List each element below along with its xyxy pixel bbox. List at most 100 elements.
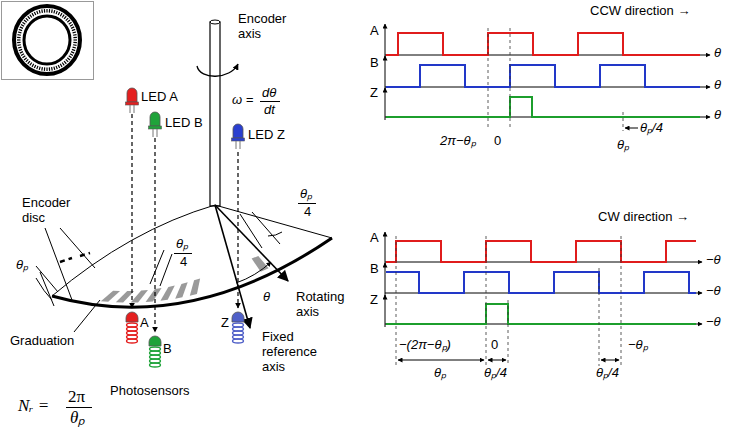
inset-disc [73, 47, 76, 49]
timing-diagram [488, 360, 506, 361]
timing-diagram [386, 241, 696, 262]
inset-disc [24, 20, 27, 22]
led-label: LED A [141, 90, 178, 105]
inset-disc [39, 10, 41, 13]
light-beam [132, 114, 238, 332]
timing-diagram [385, 24, 386, 58]
leader-lines [40, 272, 54, 306]
leader-lines [236, 262, 271, 283]
angle-label: θₚ [300, 187, 312, 202]
photosensor-symbol [232, 312, 244, 322]
timing-diagram [385, 295, 386, 327]
timing-diagram [488, 28, 489, 128]
leader-lines [60, 228, 95, 268]
encoder-shaft [210, 22, 220, 206]
inset-disc [73, 31, 76, 33]
led-symbol [127, 88, 137, 102]
formula-text: ω = [232, 93, 253, 108]
axis-label: θ [714, 46, 721, 61]
angle-label: θₚ [617, 138, 629, 153]
inset-disc [21, 54, 24, 56]
timing-diagram [386, 272, 696, 293]
axis-label: Fixed reference axis [262, 330, 328, 375]
timing-diagram [385, 232, 386, 265]
inset-disc [39, 67, 41, 70]
formula-text: dt [264, 103, 275, 118]
encoder-disc [52, 238, 332, 307]
inset-disc [30, 63, 32, 66]
leader-lines [268, 232, 282, 236]
timing-diagram [385, 24, 710, 366]
inset-disc [70, 25, 73, 27]
inset-disc [26, 59, 28, 61]
angle-label: 0 [491, 338, 498, 353]
dimension-label: θₚ/4 [484, 366, 507, 381]
angle-label: θₚ/4 [640, 121, 663, 136]
encoder-disc [215, 205, 332, 238]
inset-disc [73, 34, 76, 36]
inset-disc [64, 61, 66, 64]
leader-lines [74, 300, 100, 332]
inset-disc [18, 47, 21, 49]
inset-disc [28, 16, 30, 19]
inset-disc [58, 65, 59, 68]
signal-name: B [370, 56, 379, 71]
inset-disc [69, 22, 72, 24]
encoder-disc [101, 256, 269, 303]
angle-label: −θₚ [628, 338, 648, 353]
inset-disc [46, 9, 47, 13]
timing-diagram [621, 236, 622, 366]
inset-disc [72, 49, 75, 50]
formula-text: dθ [262, 86, 276, 101]
angle-label: 4 [180, 255, 187, 270]
inset-disc [2, 2, 94, 80]
signal-name: A [370, 231, 379, 246]
inset-disc [66, 59, 68, 61]
photosensor-symbol [149, 336, 161, 346]
encoder-disc [52, 205, 332, 307]
signal-name: Z [370, 86, 378, 101]
angle-label: θ [263, 290, 270, 305]
timing-diagram [386, 65, 700, 87]
led-label: LED Z [248, 128, 285, 143]
inset-disc [24, 58, 27, 60]
inset-disc [2, 2, 94, 80]
part-label: Encoder disc [22, 196, 82, 226]
encoder-disc [190, 278, 200, 295]
inset-disc [22, 22, 25, 24]
signal-name: B [370, 262, 379, 277]
inset-disc [17, 44, 20, 46]
photosensor-symbol [233, 339, 244, 343]
photosensor-symbol [150, 363, 161, 367]
signal-name: A [370, 24, 379, 39]
timing-diagram [386, 304, 696, 324]
leader-lines [160, 254, 172, 286]
led-label: LED B [165, 116, 203, 131]
led-symbol [126, 102, 139, 105]
inset-disc [71, 52, 74, 53]
inset-disc [41, 9, 43, 12]
inset-disc [46, 68, 47, 72]
inset-disc [19, 49, 22, 50]
timing-diagram [508, 300, 509, 366]
part-label: Photosensors [110, 384, 190, 399]
inset-disc [70, 54, 73, 56]
inset-disc [66, 18, 68, 20]
photosensor-symbol [127, 339, 138, 343]
inset-disc [14, 6, 80, 74]
axis-label: Encoder axis [238, 12, 294, 42]
light-beam [237, 152, 238, 308]
fraction-bar [66, 407, 92, 408]
led-symbol [126, 88, 245, 149]
inset-disc [20, 52, 23, 53]
led-symbol [153, 129, 157, 137]
inset-disc [67, 58, 70, 60]
axis-label: θ [714, 78, 721, 93]
inset-disc [24, 16, 70, 64]
formula-text: θₚ [70, 408, 85, 428]
inset-disc [73, 37, 76, 39]
dimension-label: θₚ/4 [596, 366, 619, 381]
inset-disc [34, 12, 35, 15]
inset-disc [64, 16, 66, 19]
